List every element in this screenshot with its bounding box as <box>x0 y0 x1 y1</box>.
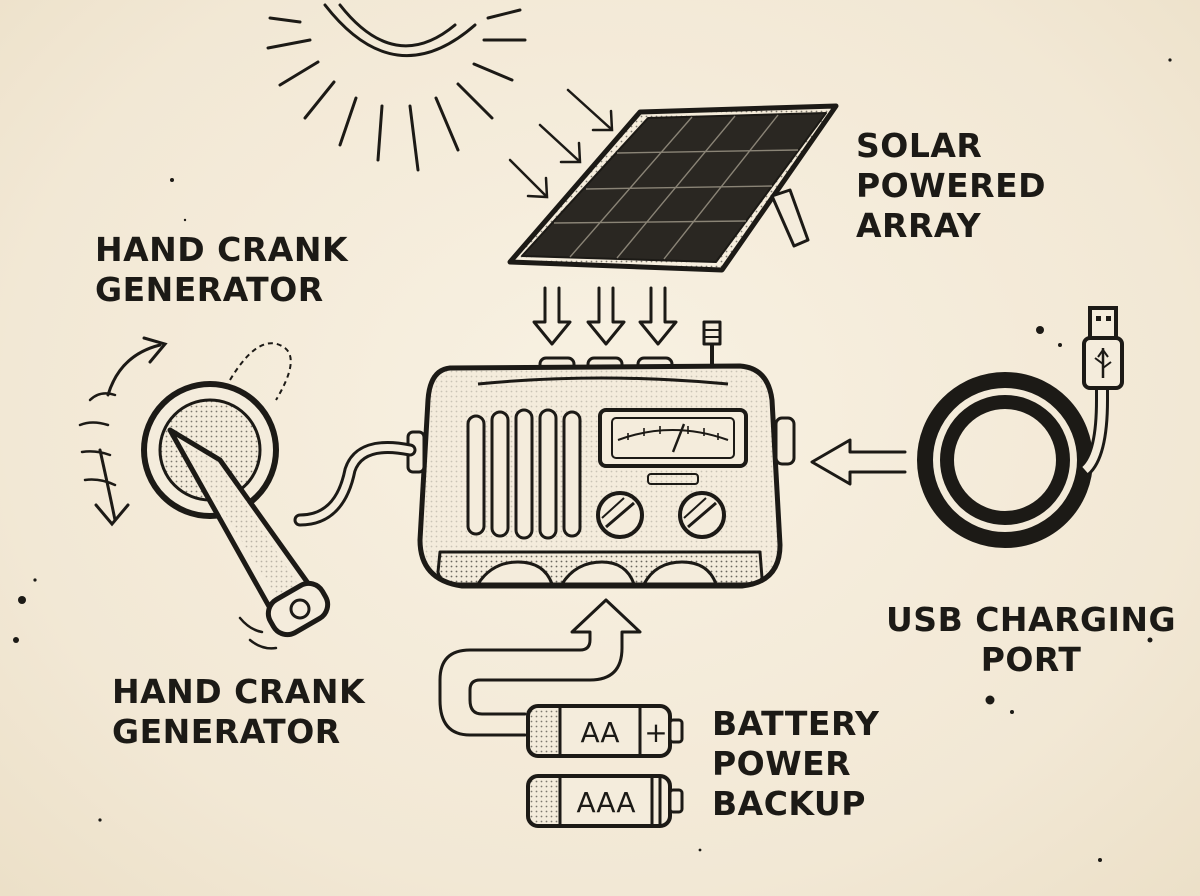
usb-arrow <box>812 440 905 484</box>
usb-label: USB CHARGING PORT <box>886 600 1176 680</box>
sun-icon <box>268 5 525 170</box>
battery-aa-plus-text: + <box>644 716 667 749</box>
battery-label-line-1: BATTERY <box>712 704 879 744</box>
hand-crank-icon <box>80 343 333 648</box>
crank-bottom-label: HAND CRANK GENERATOR <box>112 672 365 752</box>
battery-label-line-2: POWER <box>712 744 879 784</box>
crank-bottom-label-line-2: GENERATOR <box>112 712 365 752</box>
usb-label-line-2: PORT <box>886 640 1176 680</box>
crank-bottom-label-line-1: HAND CRANK <box>112 672 365 712</box>
solar-label: SOLAR POWERED ARRAY <box>856 126 1046 246</box>
crank-top-label-line-2: GENERATOR <box>95 270 348 310</box>
battery-label: BATTERY POWER BACKUP <box>712 704 879 824</box>
crank-top-label-line-1: HAND CRANK <box>95 230 348 270</box>
solar-down-arrows <box>534 288 676 344</box>
solar-label-line-3: ARRAY <box>856 206 1046 246</box>
solar-label-line-2: POWERED <box>856 166 1046 206</box>
solar-panel-icon <box>510 106 836 270</box>
crank-top-label: HAND CRANK GENERATOR <box>95 230 348 310</box>
battery-aaa-text: AAA <box>576 786 635 819</box>
radio-icon <box>408 322 794 586</box>
usb-label-line-1: USB CHARGING <box>886 600 1176 640</box>
usb-cable-icon <box>925 308 1122 540</box>
solar-label-line-1: SOLAR <box>856 126 1046 166</box>
battery-label-line-3: BACKUP <box>712 784 879 824</box>
battery-aa-text: AA <box>580 716 619 749</box>
